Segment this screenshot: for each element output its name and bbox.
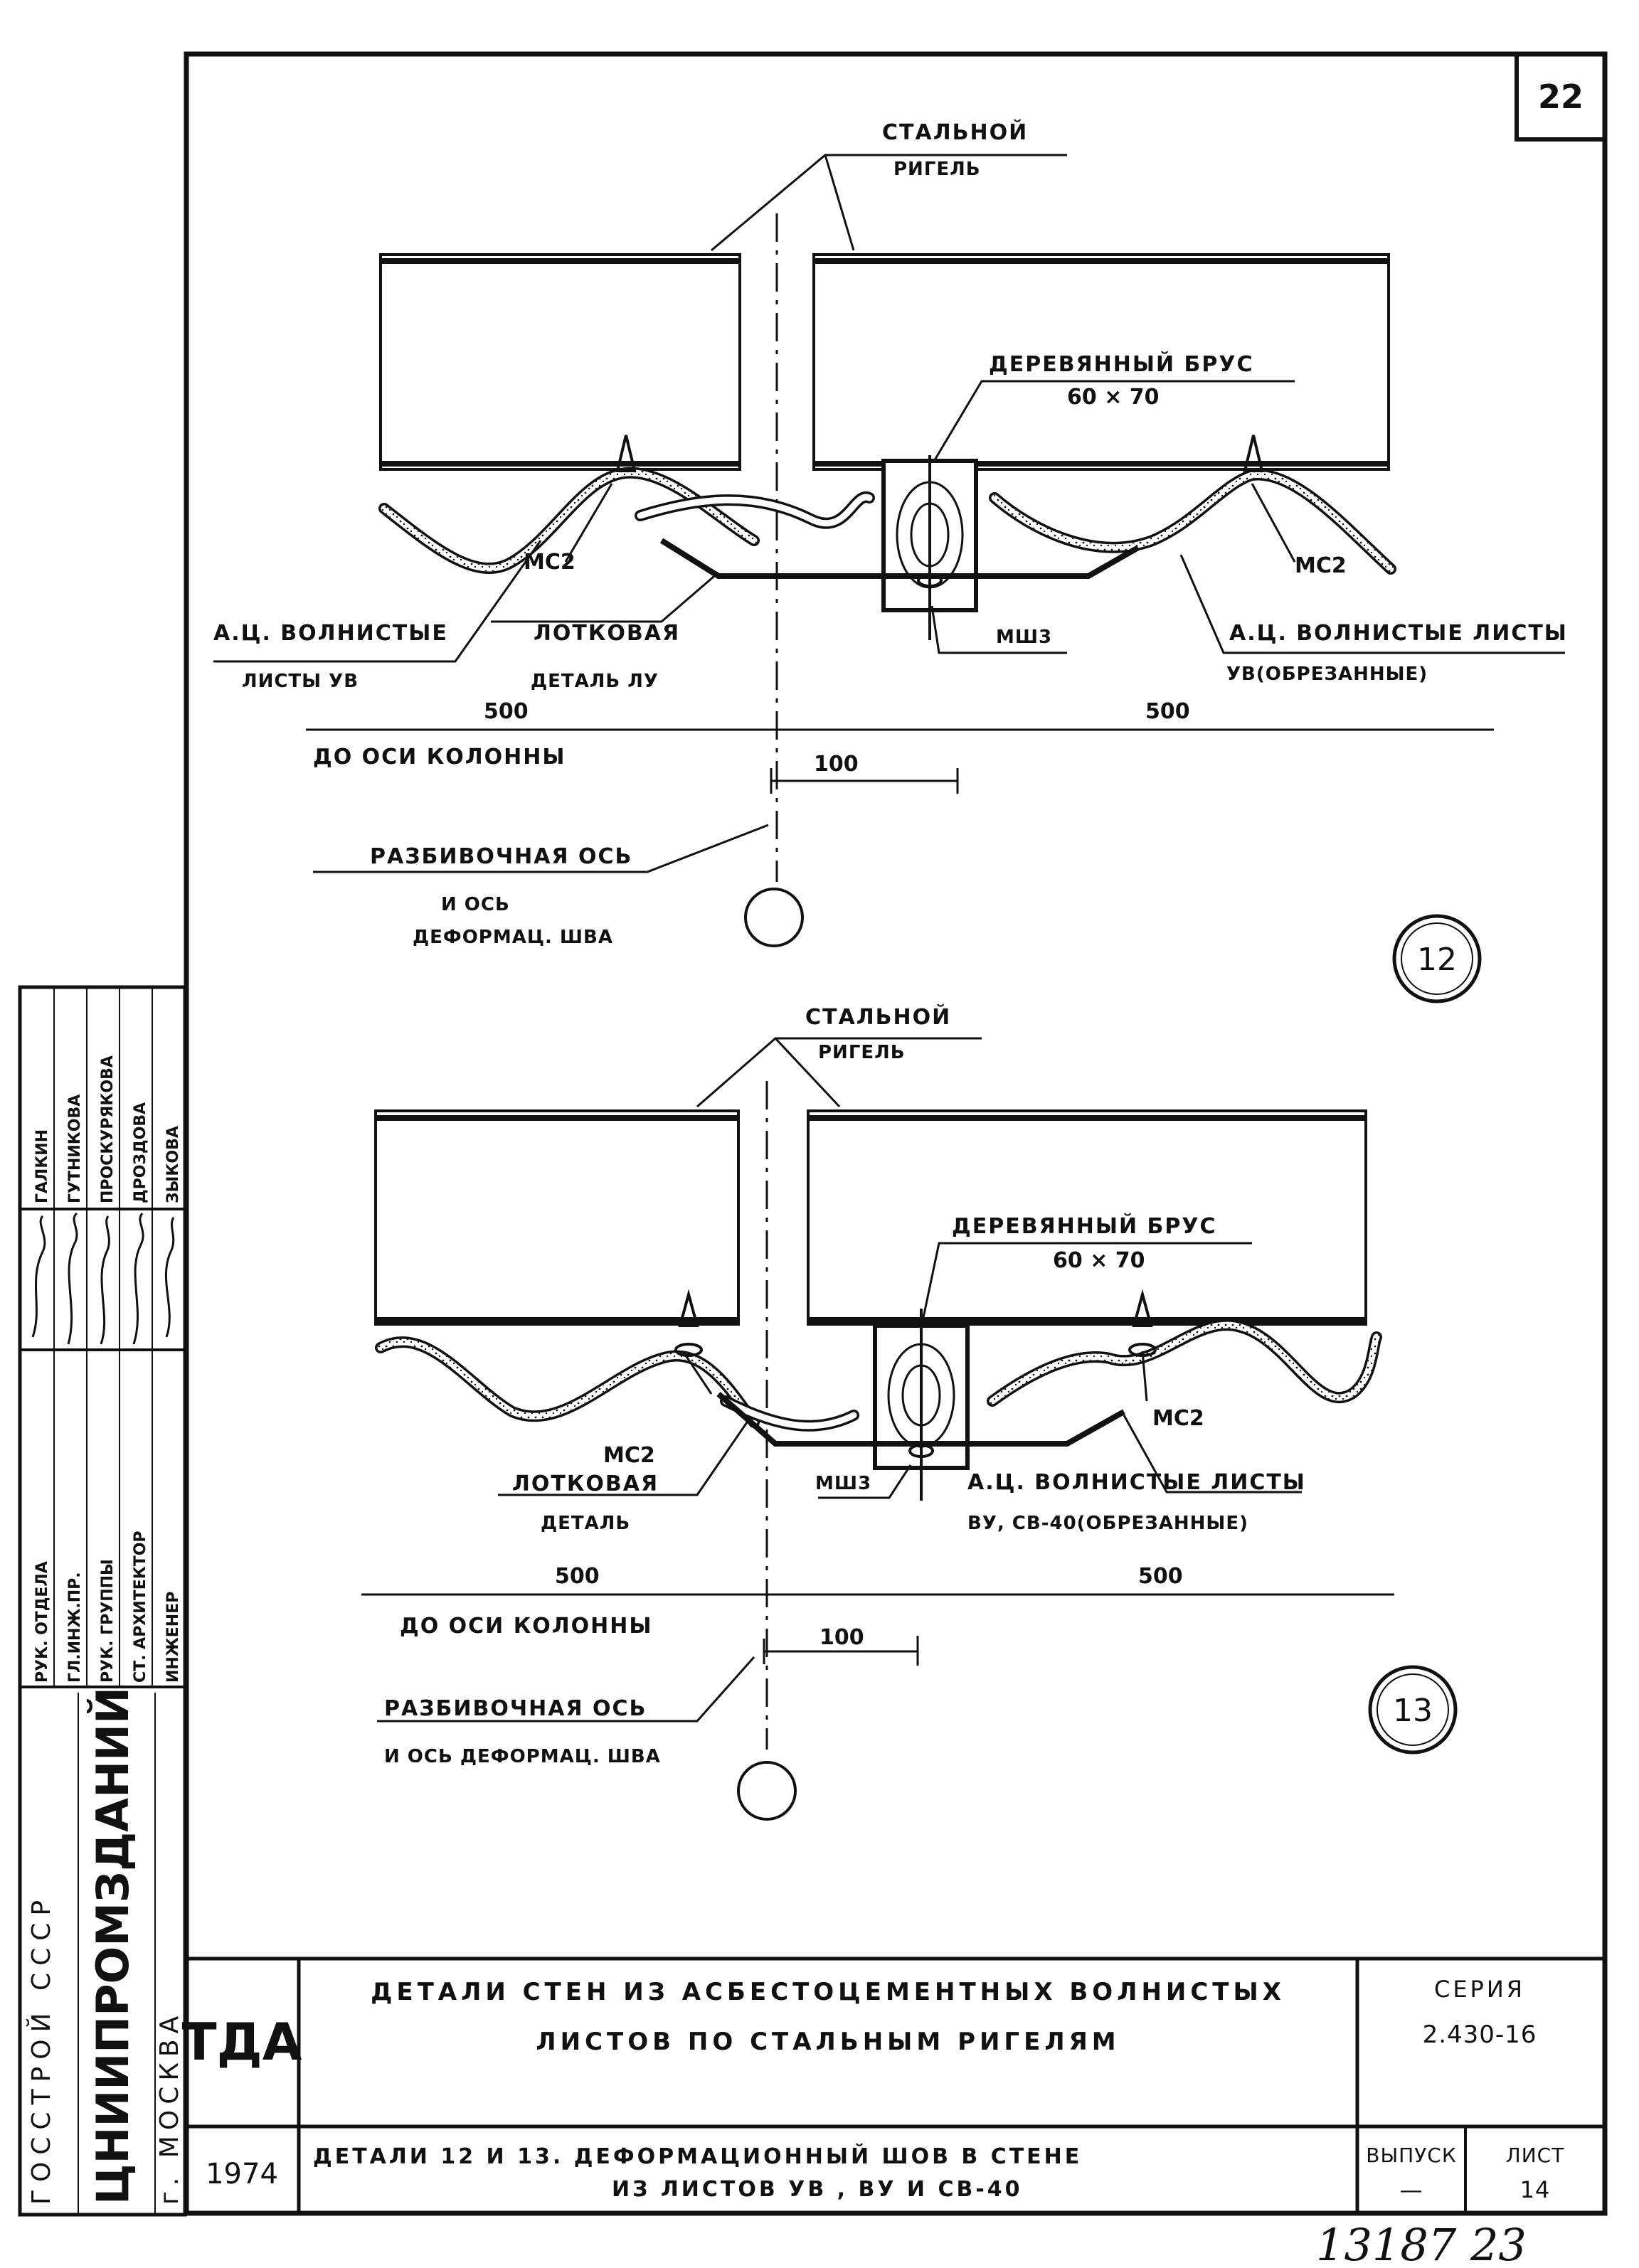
- stamp-signatures: [31, 1212, 175, 1345]
- tray-label-line1: ЛОТКОВАЯ: [512, 1471, 659, 1496]
- sheet-number: 22: [1538, 78, 1584, 116]
- year: 1974: [206, 2158, 278, 2190]
- tray-label-line2: ДЕТАЛЬ: [541, 1513, 630, 1534]
- dim-100: 100: [820, 1625, 864, 1650]
- detail-number-12: 12: [1392, 914, 1482, 1003]
- sheet-value: 14: [1520, 2176, 1551, 2203]
- timber-label-line1: ДЕРЕВЯННЫЙ БРУС: [989, 351, 1254, 377]
- name-3: ДРОЗДОВА: [132, 1102, 149, 1203]
- to-column-axis: ДО ОСИ КОЛОННЫ: [313, 745, 566, 770]
- role-1: ГЛ.ИНЖ.ПР.: [66, 1572, 84, 1683]
- leaders-12: [213, 154, 1565, 873]
- steel-girder-label-line1: СТАЛЬНОЙ: [805, 1004, 951, 1030]
- stamp-org-line2: ЦНИИПРОМЗДАНИЙ: [87, 1687, 139, 2205]
- svg-text:12: 12: [1417, 942, 1457, 978]
- name-0: ГАЛКИН: [33, 1129, 51, 1203]
- steel-girder-label-line1: СТАЛЬНОЙ: [882, 119, 1028, 145]
- detail-12: СТАЛЬНОЙ РИГЕЛЬ ДЕРЕВЯННЫЙ БРУС 60 × 70 …: [213, 119, 1568, 1003]
- steel-girder-label-line2: РИГЕЛЬ: [893, 159, 981, 180]
- steel-girder-label-line2: РИГЕЛЬ: [818, 1042, 906, 1063]
- dim-500-right: 500: [1138, 1564, 1183, 1589]
- role-3: СТ. АРХИТЕКТОР: [132, 1530, 149, 1683]
- corrugated-sheets-12: [378, 467, 1396, 575]
- detail-number-13: 13: [1368, 1665, 1458, 1755]
- steel-girder-left: [379, 253, 741, 471]
- issue-value: —: [1400, 2176, 1423, 2203]
- mc2-left-label: МС2: [603, 1443, 655, 1468]
- mc2-left-label: МС2: [524, 550, 575, 575]
- corrugated-sheets-13: [375, 1319, 1382, 1432]
- subtitle-line2: ИЗ ЛИСТОВ УВ , ВУ И СВ-40: [612, 2177, 1023, 2202]
- dim-500-right: 500: [1145, 699, 1190, 724]
- name-4: ЗЫКОВА: [164, 1126, 182, 1203]
- dimensions-13: [361, 1593, 1394, 1666]
- corrugated-left-line2: ЛИСТЫ УВ: [242, 671, 359, 692]
- axis-label-line1: РАЗБИВОЧНАЯ ОСЬ: [370, 844, 632, 869]
- axis-label-line3: ДЕФОРМАЦ. ШВА: [413, 927, 613, 948]
- timber-label-line2: 60 × 70: [1053, 1248, 1145, 1273]
- timber-label-line1: ДЕРЕВЯННЫЙ БРУС: [952, 1213, 1217, 1239]
- sheet-label: ЛИСТ: [1506, 2144, 1565, 2167]
- leaders-13: [377, 1037, 1302, 1723]
- mc2-right-label: МС2: [1152, 1406, 1204, 1431]
- axis-marker-12: [744, 888, 804, 947]
- sheet-number-box: 22: [1515, 54, 1605, 142]
- steel-girder-right-13: [807, 1109, 1367, 1326]
- dim-100: 100: [814, 752, 859, 777]
- stamp-org-line1: ГОССТРОЙ СССР: [26, 1893, 56, 2205]
- org-code: ТДА: [182, 2012, 302, 2072]
- corrugated-right-line1: А.Ц. ВОЛНИСТЫЕ ЛИСТЫ: [1229, 621, 1568, 646]
- series-value: 2.430-16: [1423, 2021, 1537, 2049]
- subtitle-line1: ДЕТАЛИ 12 И 13. ДЕФОРМАЦИОННЫЙ ШОВ В СТЕ…: [313, 2144, 1082, 2169]
- steel-girder-left-13: [374, 1109, 740, 1326]
- title-block: [186, 1959, 1605, 2213]
- timber-block-12: [881, 455, 978, 640]
- stamp-names: ГАЛКИН ГУТНИКОВА ПРОСКУРЯКОВА ДРОЗДОВА З…: [33, 1055, 182, 1203]
- fasteners-12: [615, 435, 1264, 597]
- stamp-org-line3: г. МОСКВА: [155, 2011, 184, 2205]
- stamp-roles: РУК. ОТДЕЛА ГЛ.ИНЖ.ПР. РУК. ГРУППЫ СТ. А…: [33, 1530, 182, 1683]
- corrugated-right-line1: А.Ц. ВОЛНИСТЫЕ ЛИСТЫ: [967, 1470, 1306, 1495]
- mc2-right-label: МС2: [1295, 553, 1347, 578]
- title-line2: ЛИСТОВ ПО СТАЛЬНЫМ РИГЕЛЯМ: [536, 2028, 1120, 2056]
- role-0: РУК. ОТДЕЛА: [33, 1561, 51, 1683]
- dim-500-left: 500: [484, 699, 529, 724]
- dimensions-12: [306, 728, 1494, 794]
- side-stamp: ГОССТРОЙ СССР ЦНИИПРОМЗДАНИЙ г. МОСКВА Р…: [18, 985, 187, 2217]
- axis-label-line2: И ОСЬ: [441, 894, 510, 915]
- tray-label-line1: ЛОТКОВАЯ: [534, 621, 680, 646]
- tray-label-line2: ДЕТАЛЬ ЛУ: [531, 671, 659, 692]
- detail-13: СТАЛЬНОЙ РИГЕЛЬ ДЕРЕВЯННЫЙ БРУС 60 × 70 …: [361, 1004, 1458, 1821]
- issue-label: ВЫПУСК: [1366, 2144, 1456, 2167]
- sheet-frame: [184, 51, 1608, 2216]
- series-label: СЕРИЯ: [1434, 1976, 1525, 2003]
- svg-text:13: 13: [1393, 1693, 1433, 1729]
- to-column-axis: ДО ОСИ КОЛОННЫ: [400, 1614, 652, 1639]
- role-2: РУК. ГРУППЫ: [99, 1559, 117, 1683]
- axis-label-line2: И ОСЬ ДЕФОРМАЦ. ШВА: [384, 1746, 661, 1767]
- tray-detail-12: [659, 538, 1140, 579]
- corrugated-right-line2: ВУ, СВ-40(ОБРЕЗАННЫЕ): [967, 1513, 1248, 1534]
- msh3-label: МШ3: [815, 1473, 871, 1494]
- axis-label-line1: РАЗБИВОЧНАЯ ОСЬ: [384, 1696, 647, 1721]
- axis-marker-13: [737, 1761, 797, 1821]
- archive-number: 13187 23: [1316, 2219, 1527, 2268]
- corrugated-left-line1: А.Ц. ВОЛНИСТЫЕ: [213, 621, 448, 646]
- corrugated-right-line2: УВ(ОБРЕЗАННЫЕ): [1226, 664, 1428, 685]
- timber-label-line2: 60 × 70: [1067, 385, 1160, 410]
- name-2: ПРОСКУРЯКОВА: [99, 1055, 117, 1203]
- msh3-label: МШ3: [996, 627, 1052, 648]
- role-4: ИНЖЕНЕР: [164, 1592, 182, 1683]
- timber-block-13: [873, 1309, 970, 1501]
- dim-500-left: 500: [555, 1564, 600, 1589]
- name-1: ГУТНИКОВА: [66, 1095, 84, 1203]
- title-line1: ДЕТАЛИ СТЕН ИЗ АСБЕСТОЦЕМЕНТНЫХ ВОЛНИСТЫ…: [371, 1978, 1285, 2006]
